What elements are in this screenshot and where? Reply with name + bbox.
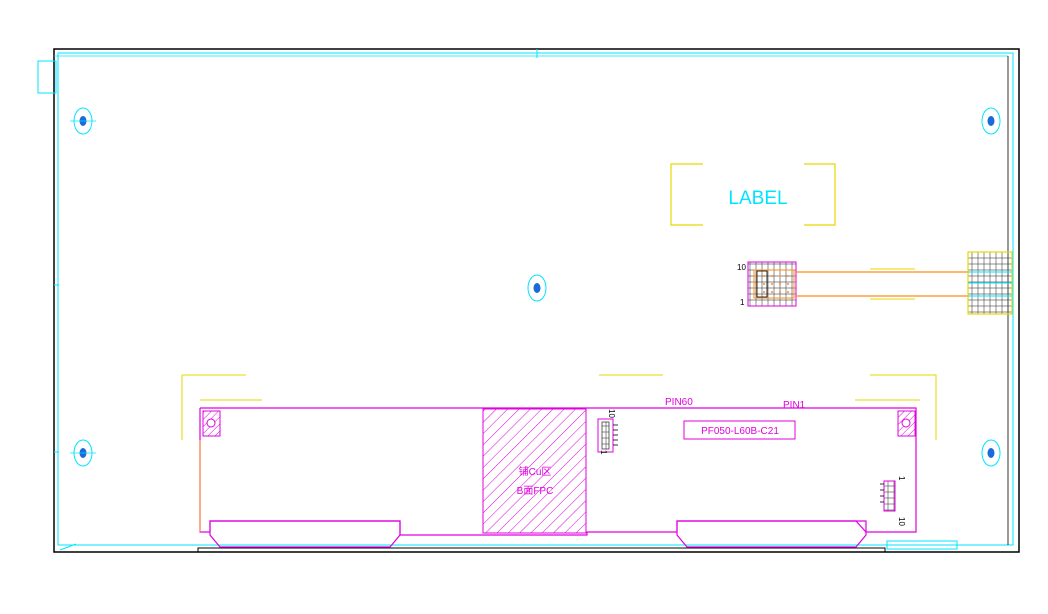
copper-area bbox=[482, 408, 587, 534]
mounting-hole-top-left bbox=[70, 107, 96, 135]
part-number: PF050-L60B-C21 bbox=[701, 426, 779, 437]
pin1-label: PIN1 bbox=[783, 400, 806, 411]
small-connector-num-top: 10 bbox=[737, 263, 746, 272]
fpc-connector-left: 10 1 bbox=[597, 409, 618, 455]
fpc-note-line2: B面FPC bbox=[517, 486, 554, 497]
fpc-connector-right-num-top: 1 bbox=[897, 476, 906, 481]
mounting-hole-bottom-left bbox=[70, 439, 96, 467]
tick-bottom-left bbox=[59, 543, 77, 551]
fpc-connector-right: 1 10 bbox=[880, 476, 906, 526]
pin60-label: PIN60 bbox=[665, 397, 693, 408]
fpc-connector-right-num-bottom: 10 bbox=[897, 517, 906, 526]
mounting-hole-center bbox=[527, 274, 547, 302]
fpc-note-line1: 铺Cu区 bbox=[519, 465, 552, 478]
fpc-connector-left-num-top: 10 bbox=[607, 409, 616, 418]
yellow-bracket-left bbox=[181, 374, 246, 440]
label-text: LABEL bbox=[728, 188, 787, 209]
bottom-step bbox=[197, 547, 886, 552]
mounting-hole-top-right bbox=[981, 107, 1001, 135]
part-number-box bbox=[683, 420, 796, 440]
fpc-board: 铺Cu区 B面FPC PIN60 PIN1 PF050-L60B-C21 10 … bbox=[199, 397, 917, 548]
yellow-bracket-right bbox=[870, 374, 937, 440]
label-area: LABEL bbox=[670, 163, 836, 226]
small-connector-num-bottom: 1 bbox=[740, 298, 745, 307]
inner-frame-cyan bbox=[57, 52, 1014, 546]
small-connector: 10 1 bbox=[737, 251, 1013, 315]
mounting-hole-bottom-right bbox=[981, 439, 1001, 467]
left-tab bbox=[37, 60, 57, 94]
fpc-connector-left-num-bottom: 1 bbox=[599, 450, 608, 455]
bottom-right-tab bbox=[886, 540, 958, 550]
